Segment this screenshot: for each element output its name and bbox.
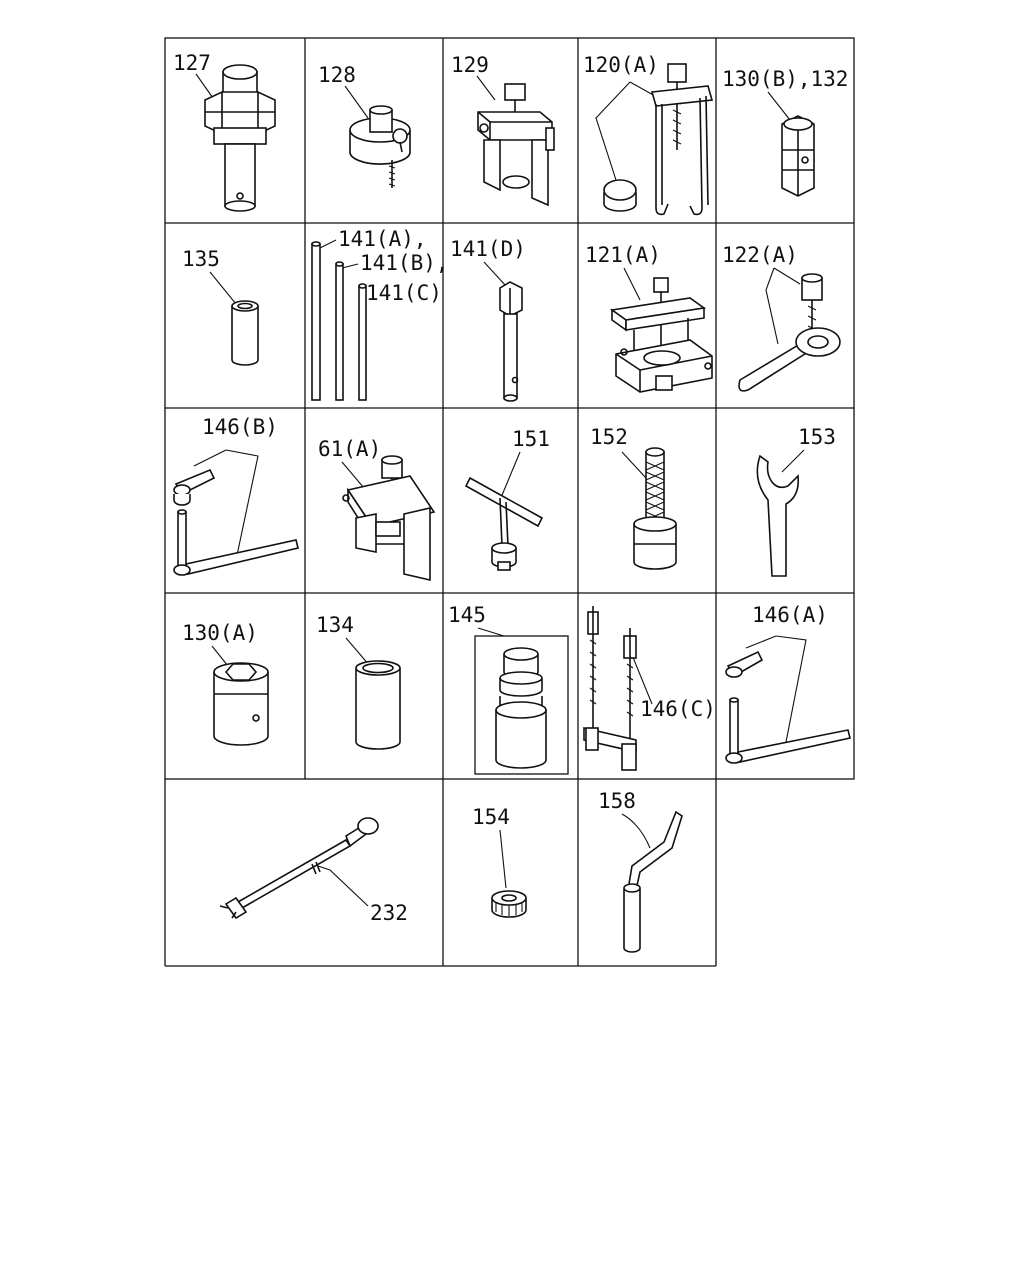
tool-122a-drawing [738,273,841,392]
part-label-141a: 141(A), [338,227,427,251]
tool-134-drawing [355,660,401,750]
part-label-151: 151 [512,427,550,451]
part-label-152: 152 [590,425,628,449]
tool-135-drawing [231,300,259,366]
tool-130b-132-drawing [781,115,815,197]
part-label-121a: 121(A) [585,243,661,267]
cell-tool-153: 153 [756,425,836,577]
tool-128-drawing [349,105,411,188]
part-label-146a: 146(A) [752,603,828,627]
tool-130a-drawing [213,662,269,746]
part-label-146c: 146(C) [640,697,716,721]
tool-121a-drawing [609,277,713,393]
cell-tool-141abc: 141(A), 141(B), 141(C) [311,227,449,401]
cell-tool-130b-132: 130(B),132 [722,67,848,197]
tool-146a-drawing [725,650,851,764]
cell-tool-61a: 61(A) [318,437,436,582]
tool-153-drawing [756,454,800,577]
part-label-154: 154 [472,805,510,829]
tool-145-drawing [474,635,569,775]
part-label-141b: 141(B), [360,251,449,275]
part-label-120a: 120(A) [583,53,659,77]
cell-tool-121a: 121(A) [585,243,713,393]
part-label-61a: 61(A) [318,437,381,461]
part-label-127: 127 [173,51,211,75]
tool-232-drawing [219,817,379,920]
grid-frame [164,37,855,967]
cell-tool-135: 135 [182,247,259,366]
tool-152-drawing [633,447,677,570]
tool-120a-drawing [603,63,714,216]
part-label-128: 128 [318,63,356,87]
tool-127-drawing [204,64,276,212]
cell-tool-154: 154 [472,805,527,918]
tool-146b-drawing [173,468,299,576]
part-label-158: 158 [598,789,636,813]
part-label-232: 232 [370,901,408,925]
cell-tool-146a: 146(A) [725,603,851,764]
cell-tool-134: 134 [316,613,401,750]
cell-tool-146c: 146(C) [583,606,716,771]
cell-tool-232: 232 [219,817,408,925]
cell-tool-151: 151 [464,427,550,571]
tool-154-drawing [491,890,527,918]
cell-tool-122a: 122(A) [722,243,841,392]
part-label-122a: 122(A) [722,243,798,267]
part-label-130a: 130(A) [182,621,258,645]
cell-tool-128: 128 [318,63,411,188]
part-label-146b: 146(B) [202,415,278,439]
part-label-141d: 141(D) [450,237,526,261]
cell-tool-120a: 120(A) [583,53,714,216]
tool-146c-drawing [583,606,637,771]
part-label-135: 135 [182,247,220,271]
cell-tool-127: 127 [173,51,276,212]
cell-tool-152: 152 [590,425,677,570]
tool-61a-drawing [342,455,436,582]
tool-158-drawing [623,810,683,953]
cell-tool-130a: 130(A) [182,621,269,746]
cell-tool-146b: 146(B) [173,415,299,576]
part-label-145: 145 [448,603,486,627]
part-label-141c: 141(C) [366,281,442,305]
part-label-129: 129 [451,53,489,77]
cell-tool-129: 129 [451,53,555,207]
tool-141d-drawing [499,281,523,402]
cell-tool-158: 158 [598,789,683,953]
tool-151-drawing [464,476,544,571]
part-label-134: 134 [316,613,354,637]
tool-141abc-drawing [311,241,367,401]
part-label-153: 153 [798,425,836,449]
part-label-130b-132: 130(B),132 [722,67,848,91]
cell-tool-141d: 141(D) [450,237,526,402]
cell-tool-145: 145 [448,603,569,775]
tool-129-drawing [477,83,555,207]
